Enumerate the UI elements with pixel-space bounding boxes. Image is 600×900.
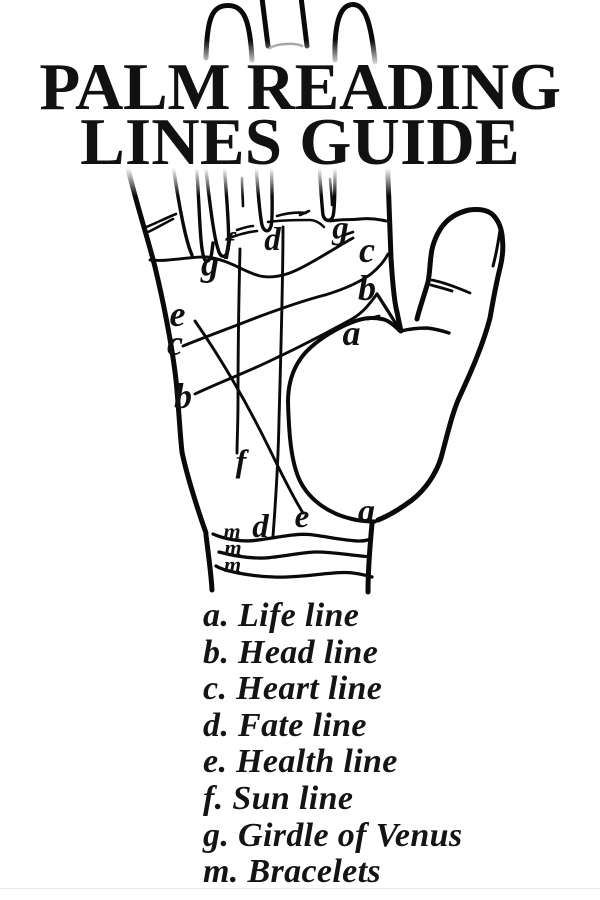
- svg-text:g: g: [200, 244, 219, 284]
- svg-text:e: e: [295, 499, 310, 535]
- svg-text:b: b: [174, 376, 192, 416]
- svg-text:e: e: [170, 294, 186, 334]
- svg-text:m: m: [224, 552, 241, 577]
- svg-text:a: a: [343, 313, 361, 353]
- svg-text:m: m: [223, 519, 240, 544]
- svg-text:a: a: [358, 493, 375, 530]
- svg-text:c: c: [359, 230, 375, 270]
- svg-text:f: f: [236, 443, 250, 479]
- svg-text:m: m: [224, 535, 241, 560]
- svg-text:c: c: [167, 323, 183, 363]
- svg-text:f: f: [224, 227, 237, 260]
- svg-text:b: b: [358, 268, 376, 308]
- svg-text:g: g: [331, 211, 349, 247]
- svg-text:d: d: [264, 222, 281, 258]
- svg-text:d: d: [252, 509, 269, 545]
